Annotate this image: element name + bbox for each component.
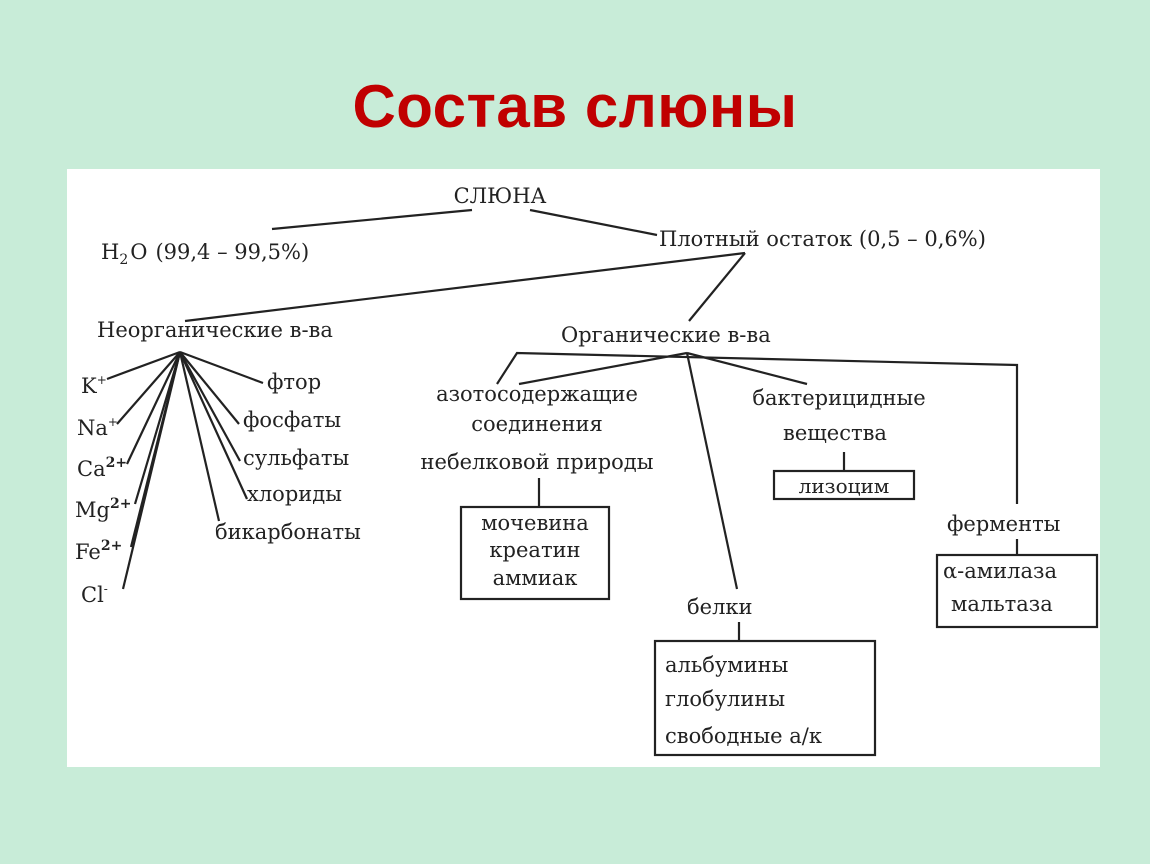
water-label: H2O(99,4 – 99,5%) <box>101 240 309 268</box>
line-anion-chlorides <box>178 351 249 500</box>
lysozyme-label: лизоцим <box>799 474 890 498</box>
line-ion-cl <box>121 351 182 590</box>
anion-bicarbonates: бикарбонаты <box>215 520 361 544</box>
line-residue-inorganic <box>184 251 746 323</box>
ion-na: Na+ <box>77 415 118 440</box>
diagram-panel: СЛЮНА H2O(99,4 – 99,5%) Плотный остаток … <box>67 169 1100 767</box>
line-organic-bactericidal <box>686 351 808 386</box>
enzymes-label: ферменты <box>947 512 1060 536</box>
enzymes-group: ферменты α-амилаза мальтаза <box>943 512 1060 616</box>
line-organic-enzymes <box>496 351 1019 504</box>
anion-chlorides: хлориды <box>247 482 342 506</box>
proteins-box-item-3: свободные а/к <box>665 724 822 748</box>
line-root-water <box>271 208 473 231</box>
proteins-group: белки альбумины глобулины свободные а/к <box>665 595 822 748</box>
nitrogen-box-item-3: аммиак <box>493 566 578 590</box>
nitrogen-compounds-group: азотосодержащие соединения небелковой пр… <box>421 382 654 590</box>
line-anion-sulfates <box>179 351 241 462</box>
proteins-box-item-2: глобулины <box>665 687 785 711</box>
bactericidal-line-1: бактерицидные <box>752 386 925 410</box>
ion-fe: Fe2+ <box>75 538 122 564</box>
ion-ca: Ca2+ <box>77 455 127 481</box>
box-proteins <box>653 639 877 757</box>
ion-k: K+ <box>81 373 107 398</box>
inorganic-label: Неорганические в-ва <box>97 318 333 342</box>
nitrogen-line-1: азотосодержащие <box>436 382 638 406</box>
saliva-composition-diagram: СЛЮНА H2O(99,4 – 99,5%) Плотный остаток … <box>75 184 1099 757</box>
line-root-residue <box>529 208 658 237</box>
box-enzymes <box>935 553 1099 629</box>
proteins-label: белки <box>687 595 753 619</box>
line-anion-bicarbonates <box>178 351 221 522</box>
proteins-box-item-1: альбумины <box>665 653 788 677</box>
ion-list: K+ Na+ Ca2+ Mg2+ Fe2+ Cl- <box>75 373 131 607</box>
ion-cl: Cl- <box>81 582 108 607</box>
ion-mg: Mg2+ <box>75 496 131 522</box>
line-ion-k <box>106 350 181 381</box>
line-ion-ca <box>126 351 181 465</box>
slide-title: Состав слюны <box>352 73 798 140</box>
nitrogen-line-3: небелковой природы <box>421 450 654 474</box>
box-lysozyme <box>772 469 916 501</box>
anion-list: фтор фосфаты сульфаты хлориды бикарбонат… <box>215 370 361 544</box>
line-organic-proteins <box>685 352 739 590</box>
line-residue-organic <box>688 252 746 322</box>
line-anion-phosphates <box>179 351 240 425</box>
nitrogen-box-item-2: креатин <box>489 538 580 562</box>
nitrogen-box-item-1: мочевина <box>481 511 589 535</box>
box-nitrogen-compounds <box>459 505 611 601</box>
line-ion-na <box>116 351 181 425</box>
enzymes-box-item-2: мальтаза <box>951 592 1053 616</box>
organic-label: Органические в-ва <box>561 323 771 347</box>
line-organic-nitrogen <box>518 351 688 386</box>
anion-sulfates: сульфаты <box>243 446 349 470</box>
residue-label: Плотный остаток (0,5 – 0,6%) <box>659 227 986 251</box>
anion-phosphates: фосфаты <box>243 408 341 432</box>
connector-lines <box>106 208 1019 641</box>
anion-ftor: фтор <box>267 370 321 394</box>
enzymes-box-item-1: α-амилаза <box>943 559 1057 583</box>
bactericidal-group: бактерицидные вещества лизоцим <box>752 386 925 498</box>
line-anion-ftor <box>179 350 264 385</box>
root-label: СЛЮНА <box>454 184 547 208</box>
nitrogen-line-2: соединения <box>471 412 602 436</box>
bactericidal-line-2: вещества <box>783 421 887 445</box>
